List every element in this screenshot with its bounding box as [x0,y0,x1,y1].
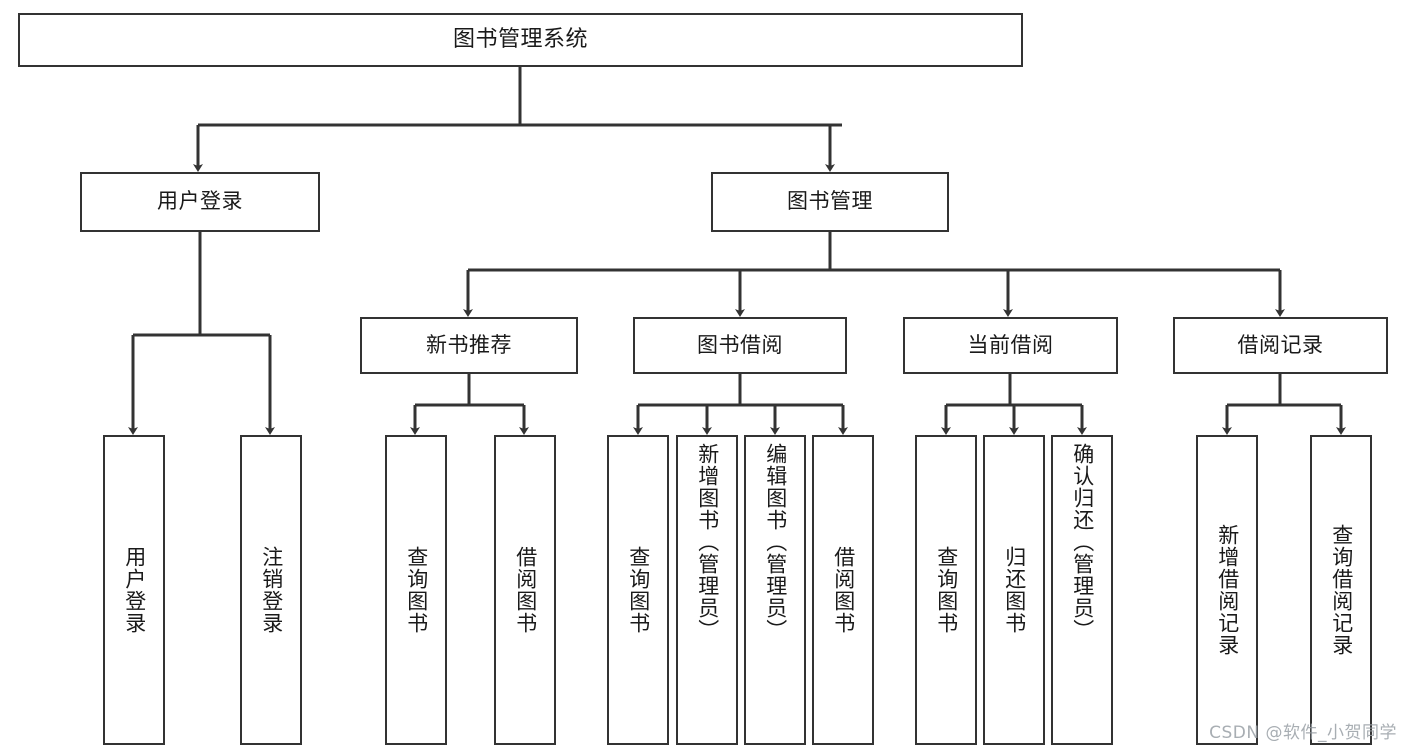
node-new-book-recommend-label: 新书推荐 [426,332,512,357]
node-leaf-edit-book-label: 编辑图书（管理员） [763,443,788,641]
node-root-label: 图书管理系统 [452,26,588,52]
node-leaf-query-book-2[interactable]: 查询图书 [607,435,669,745]
node-current-borrow-label: 当前借阅 [967,332,1054,357]
node-leaf-logout[interactable]: 注销登录 [240,435,302,745]
node-leaf-return-book-label: 归还图书 [1002,546,1027,634]
node-user-login-label: 用户登录 [157,189,243,214]
node-root[interactable]: 图书管理系统 [18,13,1023,67]
node-leaf-borrow-book-2-label: 借阅图书 [831,546,856,634]
node-leaf-add-record[interactable]: 新增借阅记录 [1196,435,1258,745]
node-book-borrow[interactable]: 图书借阅 [633,317,847,374]
node-user-login[interactable]: 用户登录 [80,172,320,232]
node-leaf-query-book-1[interactable]: 查询图书 [385,435,447,745]
node-leaf-user-login-label: 用户登录 [122,546,147,634]
node-leaf-borrow-book-1-label: 借阅图书 [513,546,538,634]
node-borrow-record[interactable]: 借阅记录 [1173,317,1388,374]
node-leaf-confirm-return[interactable]: 确认归还（管理员） [1051,435,1113,745]
node-leaf-query-book-3[interactable]: 查询图书 [915,435,977,745]
node-leaf-add-book[interactable]: 新增图书（管理员） [676,435,738,745]
node-leaf-add-book-label: 新增图书（管理员） [695,443,720,641]
node-new-book-recommend[interactable]: 新书推荐 [360,317,578,374]
node-leaf-borrow-book-1[interactable]: 借阅图书 [494,435,556,745]
node-leaf-user-login[interactable]: 用户登录 [103,435,165,745]
watermark: CSDN @软件_小贺同学 [1209,723,1397,743]
node-leaf-logout-label: 注销登录 [259,546,284,634]
node-leaf-return-book[interactable]: 归还图书 [983,435,1045,745]
node-book-manage-label: 图书管理 [787,189,873,214]
node-leaf-add-record-label: 新增借阅记录 [1215,524,1240,656]
node-leaf-query-book-1-label: 查询图书 [404,546,429,634]
node-leaf-edit-book[interactable]: 编辑图书（管理员） [744,435,806,745]
node-borrow-record-label: 借阅记录 [1237,332,1324,357]
node-leaf-query-book-3-label: 查询图书 [934,546,959,634]
node-leaf-confirm-return-label: 确认归还（管理员） [1070,443,1095,641]
node-book-borrow-label: 图书借阅 [697,332,783,357]
node-leaf-query-book-2-label: 查询图书 [626,546,651,634]
node-leaf-borrow-book-2[interactable]: 借阅图书 [812,435,874,745]
node-current-borrow[interactable]: 当前借阅 [903,317,1118,374]
node-leaf-query-record[interactable]: 查询借阅记录 [1310,435,1372,745]
node-book-manage[interactable]: 图书管理 [711,172,949,232]
node-leaf-query-record-label: 查询借阅记录 [1329,524,1354,656]
